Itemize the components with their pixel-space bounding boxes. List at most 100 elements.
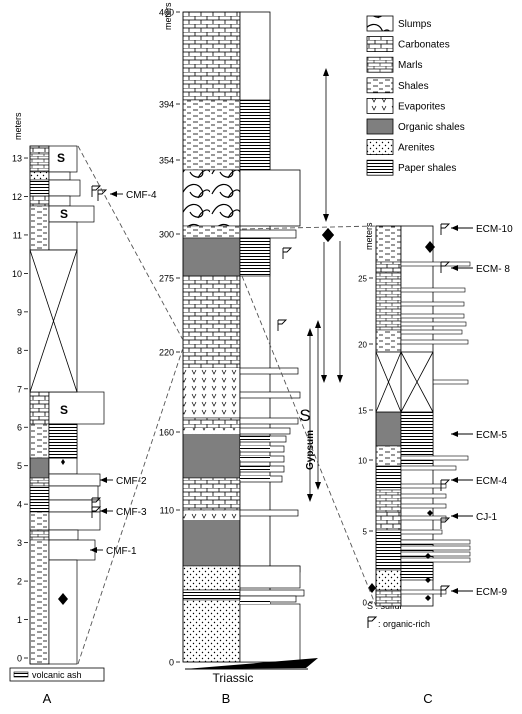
lith-layer-marl [375, 489, 402, 513]
lith-layer-paper [182, 589, 241, 601]
lith-layer-aren [182, 565, 241, 591]
lith-layer-paper [375, 465, 402, 491]
sample-arrowhead [451, 588, 458, 594]
sample-arrowhead [100, 508, 107, 514]
legend-swatch-paper [366, 159, 394, 176]
legend-label-slumps: Slumps [398, 19, 431, 30]
profile-bed [400, 589, 447, 595]
profile-paper-shale [239, 99, 271, 171]
lith-layer-aren [375, 569, 402, 591]
profile-paper-shale [239, 237, 271, 277]
tick-label: 1 [17, 615, 22, 625]
lith-layer-org [29, 457, 50, 479]
column-c-label: C [423, 691, 432, 706]
column-c-flags [440, 223, 451, 597]
column-a-footer: volcanic ash [9, 667, 105, 682]
tick-label: 110 [160, 506, 174, 516]
profile-bed [400, 313, 465, 319]
tick-label: 160 [159, 428, 174, 438]
triassic-label: Triassic [213, 671, 254, 685]
tick-label: 3 [17, 538, 22, 548]
pyrite-icon [425, 577, 431, 583]
tick-label: 0 [363, 599, 368, 608]
profile-paper-shale [240, 476, 270, 480]
column-c-profile [400, 225, 471, 607]
lith-layer-carb [375, 261, 402, 273]
sample-label-ecm-9: ECM-9 [476, 587, 508, 598]
profile-bed [400, 515, 447, 521]
lith-layer-marl [29, 529, 50, 541]
sample-label-cmf-2: CMF-2 [116, 476, 147, 487]
lith-layer-shale [182, 99, 241, 171]
legend-label-carbonates: Carbonates [398, 40, 450, 51]
lith-layer-org [375, 411, 402, 447]
sample-arrowhead [100, 477, 107, 483]
legend-label-shales: Shales [398, 81, 429, 92]
tick-label: 7 [17, 384, 22, 394]
column-b-unit: meters [163, 2, 173, 30]
tick-label: 15 [358, 407, 367, 416]
organic-rich-flag-icon [440, 585, 451, 597]
column-b-label: B [222, 691, 231, 706]
tick-label: 2 [17, 577, 22, 587]
sample-label-ecm-5: ECM-5 [476, 430, 508, 441]
legend-swatch-evaporites [366, 98, 394, 114]
gypsum-label: Gypsum [305, 430, 316, 470]
column-a-pyrite-small [61, 459, 65, 465]
organic-rich-flag-icon [282, 247, 293, 259]
column-a-sulfur-1: S [57, 151, 65, 165]
tick-label: 8 [17, 346, 22, 356]
sample-label-cj-1: CJ-1 [476, 512, 498, 523]
profile-bed [400, 503, 447, 509]
correlation-lines [77, 145, 377, 665]
profile-bed [400, 329, 463, 335]
profile-bed [48, 559, 78, 665]
tick-label: 10 [358, 457, 367, 466]
tick-label: 0 [17, 654, 22, 664]
sample-arrowhead [90, 547, 97, 553]
tick-label: 25 [358, 275, 367, 284]
profile-bed [400, 545, 471, 551]
sample-label-cmf-3: CMF-3 [116, 507, 147, 518]
profile-bed [400, 465, 457, 471]
profile-bed [400, 529, 443, 535]
column-a-pyrite [58, 593, 68, 605]
lith-layer-paper [29, 499, 50, 513]
lith-layer-marl [29, 153, 50, 173]
organic-rich-flag-icon [91, 506, 102, 518]
tick-label: 5 [363, 528, 368, 537]
lith-layer-shale [375, 445, 402, 467]
profile-bed [239, 391, 301, 399]
profile-bed [48, 485, 99, 501]
profile-bed [239, 367, 299, 375]
column-c-unit: meters [364, 222, 374, 250]
lith-layer-marl [29, 477, 50, 487]
profile-bed [239, 427, 291, 435]
lith-layer-evap [183, 514, 240, 520]
sample-arrowhead [451, 225, 458, 231]
legend-swatch-marls [366, 56, 394, 73]
profile-bed [400, 287, 466, 293]
sample-label-cmf-4: CMF-4 [126, 190, 157, 201]
profile-bed [48, 221, 78, 251]
legend-label-arenites: Arenites [398, 143, 435, 154]
column-c-pyrite [425, 241, 435, 253]
profile-bed [239, 589, 305, 597]
tick-label: 275 [159, 274, 174, 284]
lith-layer-paper [375, 529, 402, 571]
column-b-lith [182, 11, 241, 663]
column-a-label: A [43, 691, 52, 706]
profile-bed [400, 483, 447, 489]
lith-layer-carb [29, 195, 50, 207]
lith-layer-carb [182, 477, 241, 511]
lith-layer-shale [29, 511, 50, 531]
profile-bed [400, 493, 447, 499]
tick-label: 354 [159, 156, 174, 166]
lith-layer-shale [29, 539, 50, 665]
profile-bed [48, 179, 81, 197]
